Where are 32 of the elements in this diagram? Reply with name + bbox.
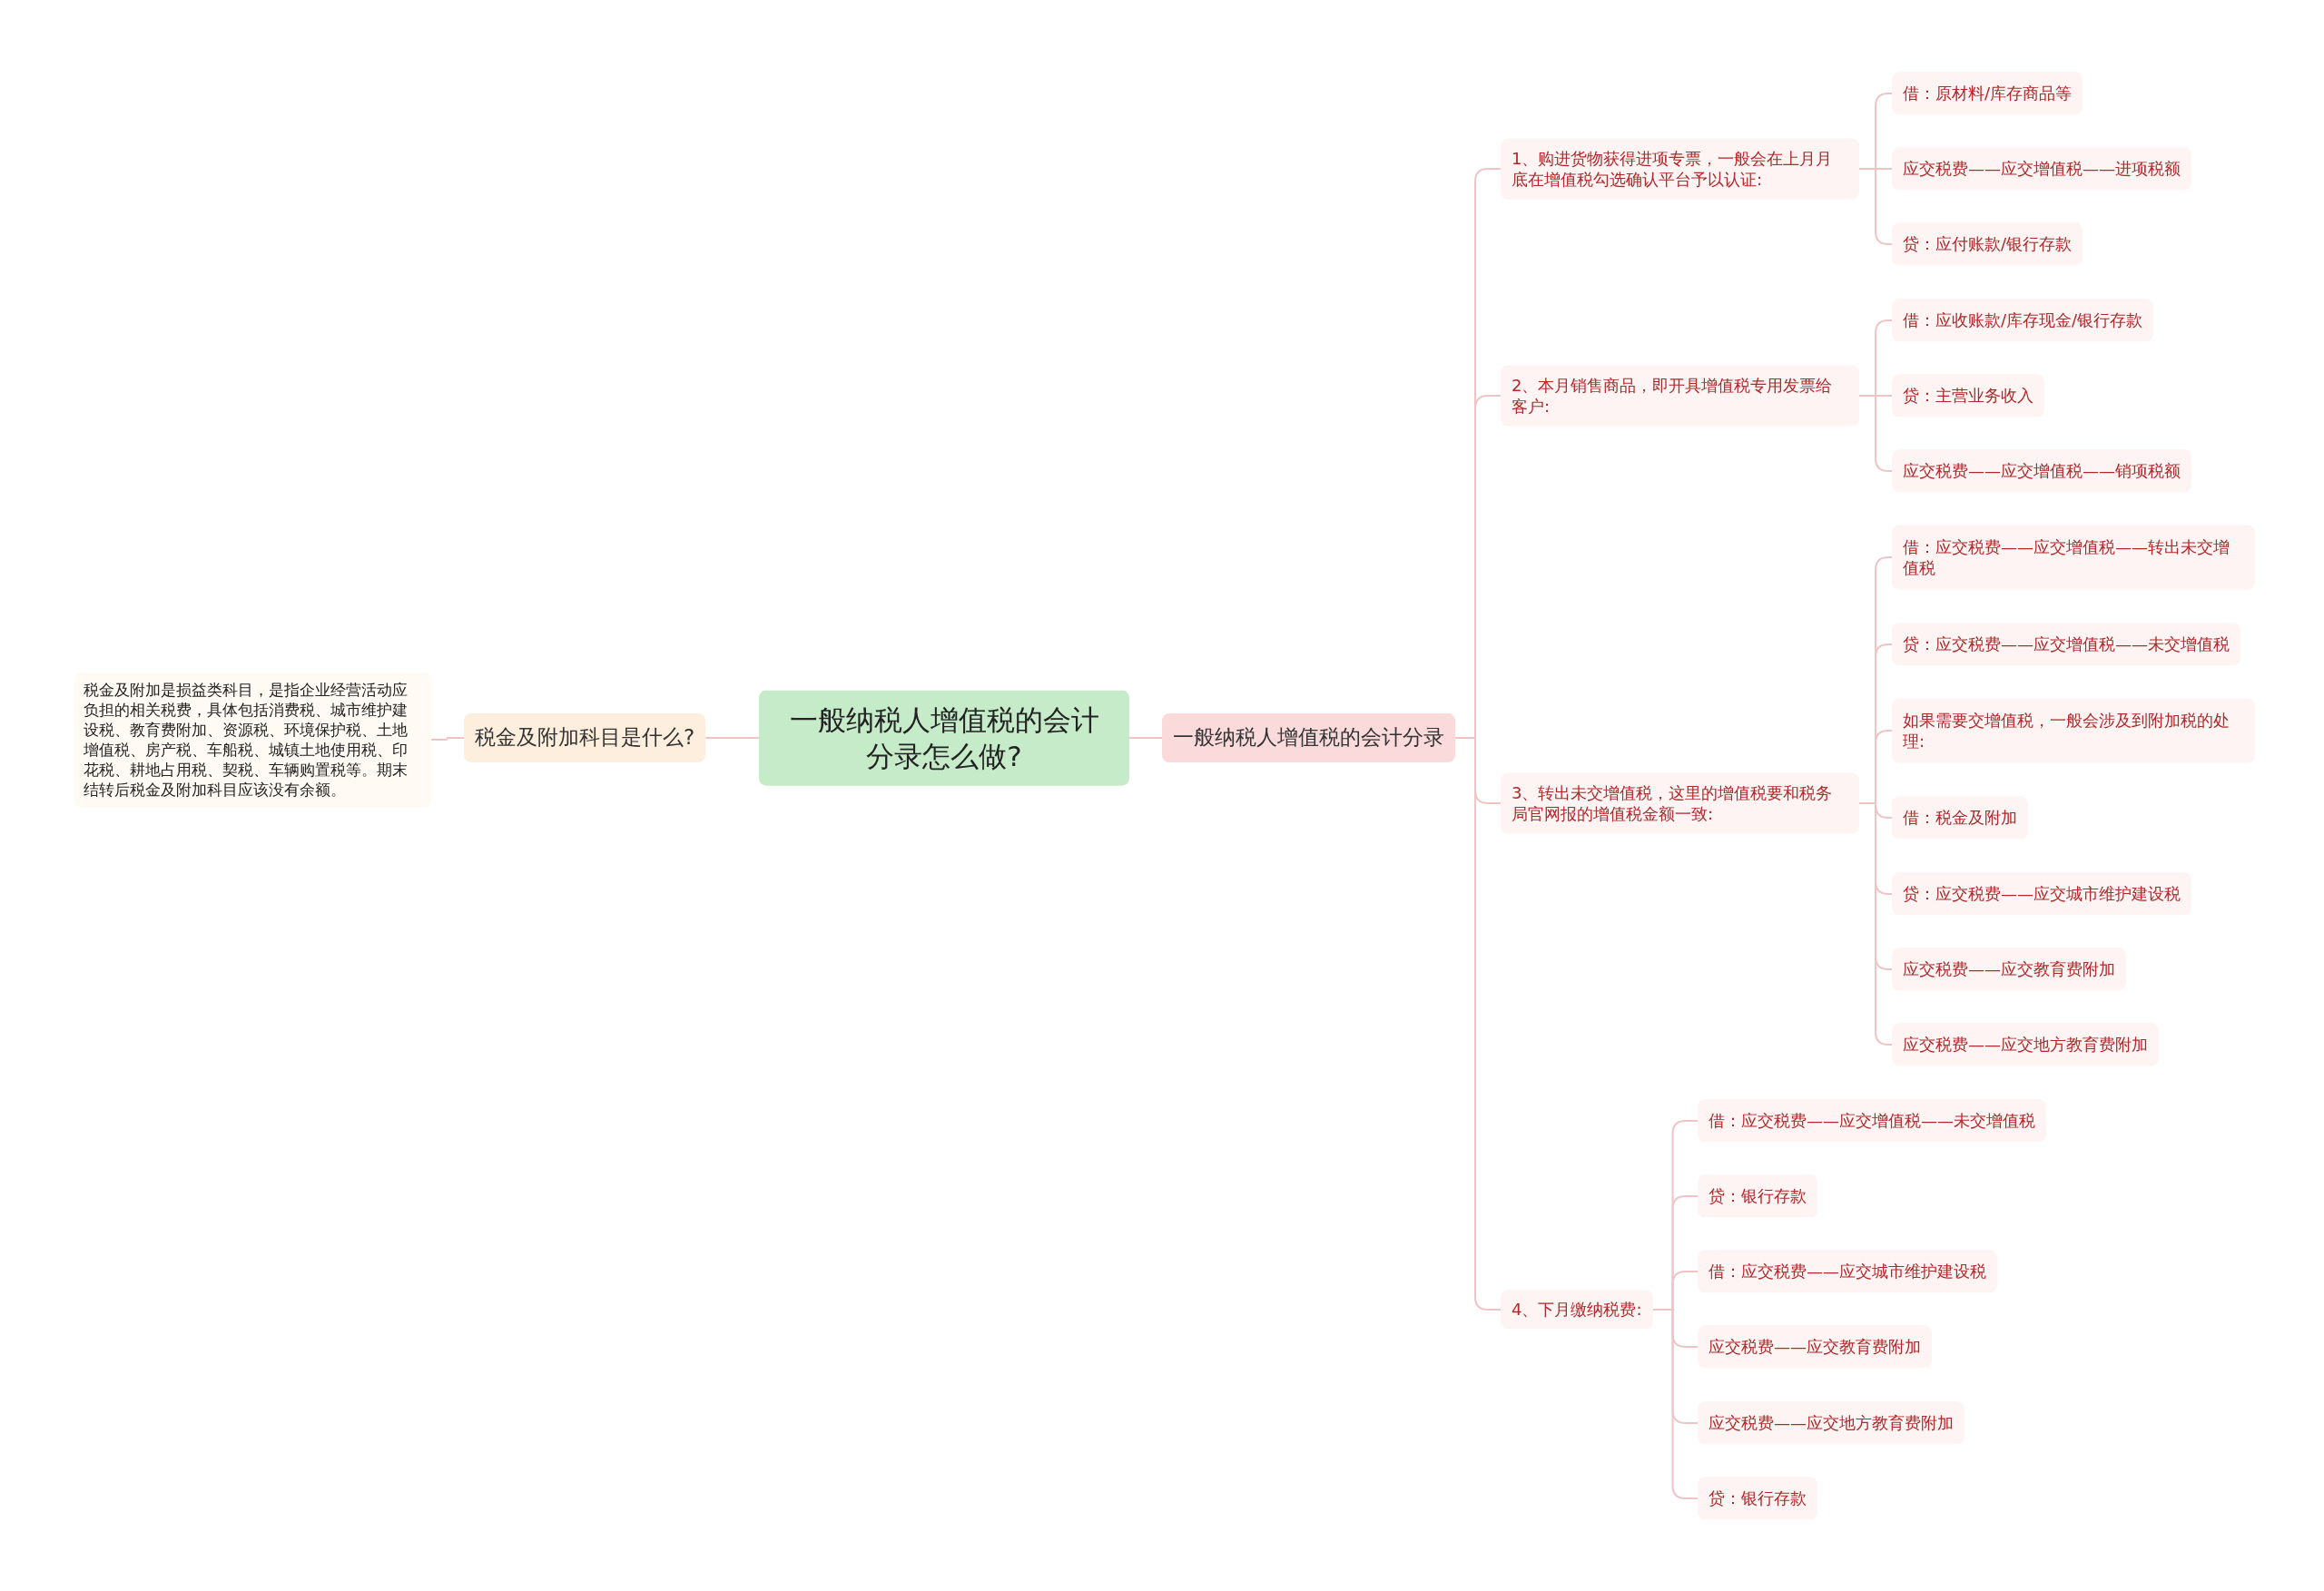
subtopic-box: 2、本月销售商品，即开具增值税专用发票给客户: [1501,365,1859,427]
topic-box: 一般纳税人增值税的会计分录 [1162,713,1455,762]
entry-box: 贷：银行存款 [1698,1174,1817,1218]
connector-line [1651,1309,1699,1499]
connector-line [1128,737,1163,739]
entry-box: 贷：应交税费——应交城市维护建设税 [1892,872,2191,916]
entry-box: 应交税费——应交教育费附加 [1698,1325,1932,1369]
subtopic-box: 4、下月缴纳税费: [1501,1290,1653,1330]
entry-box: 应交税费——应交增值税——进项税额 [1892,147,2191,191]
entry-box: 借：税金及附加 [1892,796,2028,840]
entry-box: 应交税费——应交地方教育费附加 [1698,1401,1965,1445]
entry-box: 借：应收账款/库存现金/银行存款 [1892,299,2154,342]
entry-box: 贷：主营业务收入 [1892,374,2044,417]
entry-box: 借：原材料/库存商品等 [1892,72,2083,115]
central-topic-box: 一般纳税人增值税的会计分录怎么做? [759,690,1129,786]
text-box: 税金及附加是损益类科目，是指企业经营活动应负担的相关税费，具体包括消费税、城市维护建设税、教育费附加、资源税、环境保护税、土地增值税、房产税、车船税、城镇土地使用税、印花税、耕地占用税、契税、车辆购置税等。期末结转后税金及附加科目应该没有余额。 [74,672,431,808]
connector-line [430,737,465,741]
entry-box: 借：应交税费——应交增值税——转出未交增值税 [1892,525,2255,590]
entry-box: 应交税费——应交增值税——销项税额 [1892,449,2191,493]
entry-box: 借：应交税费——应交增值税——未交增值税 [1698,1099,2046,1143]
entry-box: 借：应交税费——应交城市维护建设税 [1698,1250,1997,1293]
entry-box: 如果需要交增值税，一般会涉及到附加税的处理: [1892,698,2255,763]
entry-box: 贷：银行存款 [1698,1477,1817,1520]
subtopic-box: 3、转出未交增值税，这里的增值税要和税务局官网报的增值税金额一致: [1501,772,1859,834]
subtopic-box: 1、购进货物获得进项专票，一般会在上月月底在增值税勾选确认平台予以认证: [1501,138,1859,200]
entry-box: 贷：应交税费——应交增值税——未交增值税 [1892,623,2240,666]
entry-box: 贷：应付账款/银行存款 [1892,222,2083,266]
entry-box: 应交税费——应交教育费附加 [1892,948,2126,991]
connector-line [1858,802,1893,1046]
connector-line [704,737,760,739]
topic-box: 税金及附加科目是什么? [464,713,706,762]
entry-box: 应交税费——应交地方教育费附加 [1892,1023,2159,1066]
